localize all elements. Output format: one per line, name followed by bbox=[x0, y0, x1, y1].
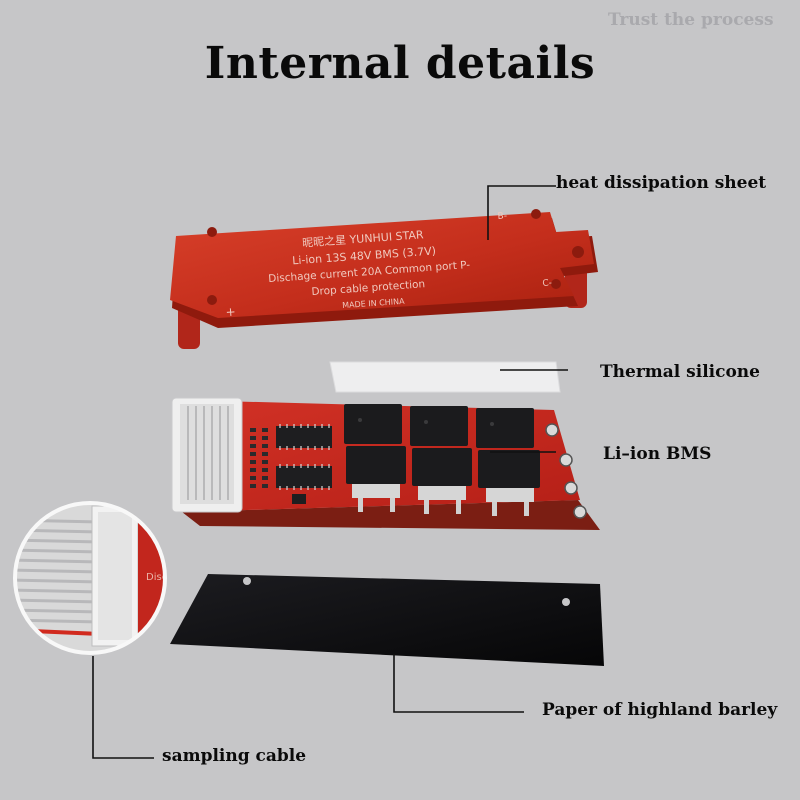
heatsink-plus-mark: + bbox=[225, 305, 236, 320]
highland-barley-paper bbox=[170, 574, 604, 666]
heatsink-c-mark: C- bbox=[542, 278, 552, 289]
inset-board-print: Discha bbox=[146, 572, 180, 583]
heat-dissipation-sheet: 昵昵之星 YUNHUI STAR Li-ion 13S 48V BMS (3.7… bbox=[170, 209, 598, 349]
ic-chip-upper bbox=[276, 424, 332, 450]
paper-mounting-hole bbox=[236, 648, 244, 656]
balance-connector bbox=[171, 397, 243, 513]
thermal-silicone-pad bbox=[329, 361, 561, 393]
leader-line-cable bbox=[92, 656, 154, 759]
page-title: Internal details bbox=[204, 38, 596, 89]
callout-heat-dissipation-sheet: heat dissipation sheet bbox=[556, 173, 767, 193]
callout-sampling-cable: sampling cable bbox=[162, 746, 307, 766]
heatsink-screw-hole bbox=[551, 279, 561, 289]
heatsink-screw-hole bbox=[572, 246, 584, 258]
watermark: Trust the process bbox=[608, 10, 774, 30]
bms-board bbox=[171, 397, 600, 530]
callout-li-ion-bms: Li–ion BMS bbox=[603, 444, 712, 464]
mosfet bbox=[410, 406, 468, 446]
leader-line-heat-sheet bbox=[487, 185, 556, 240]
heatsink-screw-hole bbox=[207, 295, 217, 305]
smd-resistor-array bbox=[250, 428, 268, 488]
callout-highland-barley-paper: Paper of highland barley bbox=[542, 700, 778, 720]
mosfet-top-row bbox=[344, 404, 534, 448]
ic-chip-lower bbox=[276, 464, 332, 490]
leader-line-paper bbox=[393, 654, 524, 713]
inset-ring bbox=[13, 501, 167, 655]
mosfet-bottom-row bbox=[346, 446, 540, 516]
mosfet bbox=[412, 448, 472, 486]
mosfet bbox=[344, 404, 402, 444]
paper-mounting-hole bbox=[562, 598, 570, 606]
small-transistor bbox=[292, 494, 306, 504]
mosfet bbox=[476, 408, 534, 448]
terminal-holes bbox=[545, 423, 587, 519]
mosfet bbox=[478, 450, 540, 488]
heatsink-screw-hole bbox=[207, 227, 217, 237]
mosfet bbox=[346, 446, 406, 484]
sampling-cable-inset: Discha bbox=[13, 501, 180, 655]
heatsink-screw-hole bbox=[531, 209, 541, 219]
heatsink-b-mark: B- bbox=[497, 211, 507, 222]
callout-thermal-silicone: Thermal silicone bbox=[600, 362, 760, 382]
paper-mounting-hole bbox=[243, 577, 251, 585]
heatsink-origin-text: MADE IN CHINA bbox=[342, 297, 405, 310]
